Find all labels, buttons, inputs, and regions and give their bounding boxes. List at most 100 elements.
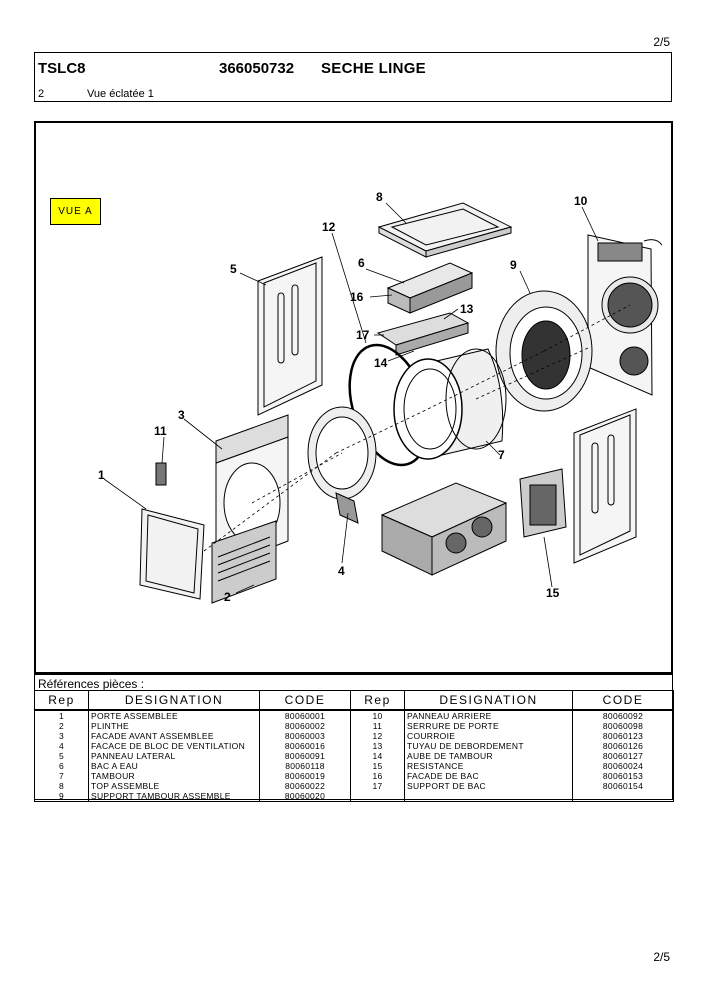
- callout-10: 10: [574, 194, 588, 208]
- header-designation: DESIGNATION: [88, 690, 260, 711]
- callout-5: 5: [230, 262, 237, 276]
- page-number-bottom: 2/5: [653, 950, 670, 964]
- table-row: 1 PORTE ASSEMBLEE 80060001 10 PANNEAU AR…: [34, 710, 674, 721]
- code-cell: 80060153: [572, 771, 674, 781]
- code-cell: 80060016: [259, 741, 351, 751]
- callout-9: 9: [510, 258, 517, 272]
- code-cell: 80060019: [259, 771, 351, 781]
- rep-cell: [350, 791, 405, 802]
- designation-cell: COURROIE: [404, 731, 573, 741]
- document-header: TSLC8 366050732 SECHE LINGE 2 Vue éclaté…: [34, 52, 672, 102]
- designation-cell: SUPPORT DE BAC: [404, 781, 573, 791]
- designation-cell: PORTE ASSEMBLEE: [88, 710, 260, 721]
- code-cell: [572, 791, 674, 802]
- part-water-tank: [386, 262, 474, 314]
- rep-cell: 1: [34, 710, 89, 721]
- model-name: TSLC8: [38, 60, 86, 77]
- exploded-view-diagram: VUE A: [34, 121, 673, 674]
- callout-6: 6: [358, 256, 365, 270]
- table-row: 7 TAMBOUR 80060019 16 FACADE DE BAC 8006…: [34, 771, 674, 781]
- rep-cell: 5: [34, 751, 89, 761]
- rep-cell: 6: [34, 761, 89, 771]
- designation-cell: FACADE AVANT ASSEMBLEE: [88, 731, 260, 741]
- designation-cell: AUBE DE TAMBOUR: [404, 751, 573, 761]
- table-row: 6 BAC A EAU 80060118 15 RESISTANCE 80060…: [34, 761, 674, 771]
- part-drum: [393, 348, 507, 460]
- product-name: SECHE LINGE: [321, 60, 426, 77]
- code-cell: 80060127: [572, 751, 674, 761]
- part-base-motor: [380, 482, 508, 576]
- code-cell: 80060123: [572, 731, 674, 741]
- rep-cell: 16: [350, 771, 405, 781]
- designation-cell: TAMBOUR: [88, 771, 260, 781]
- part-drum-support: [495, 290, 593, 412]
- callout-14: 14: [374, 356, 388, 370]
- code-cell: 80060092: [572, 710, 674, 721]
- designation-cell: FACACE DE BLOC DE VENTILATION: [88, 741, 260, 751]
- callout-2: 2: [224, 590, 231, 604]
- part-top-assembly: [377, 202, 513, 258]
- designation-cell: BAC A EAU: [88, 761, 260, 771]
- code-cell: 80060126: [572, 741, 674, 751]
- code-cell: 80060002: [259, 721, 351, 731]
- code-cell: 80060020: [259, 791, 351, 802]
- code-cell: 80060154: [572, 781, 674, 791]
- page-number-top: 2/5: [653, 35, 670, 49]
- callout-1: 1: [98, 468, 105, 482]
- designation-cell: SUPPORT TAMBOUR ASSEMBLE: [88, 791, 260, 802]
- designation-cell: RESISTANCE: [404, 761, 573, 771]
- callout-labels: 1 2 3 4 5 6 7 8 9 10 11 12 13 14 15 16 1…: [98, 190, 588, 604]
- designation-cell: PANNEAU LATERAL: [88, 751, 260, 761]
- part-door-lock: [155, 462, 167, 486]
- designation-cell: FACADE DE BAC: [404, 771, 573, 781]
- parts-table: Rep DESIGNATION CODE Rep DESIGNATION COD…: [34, 690, 674, 802]
- header-rep: Rep: [34, 690, 89, 711]
- callout-13: 13: [460, 302, 474, 316]
- rep-cell: 3: [34, 731, 89, 741]
- rep-cell: 2: [34, 721, 89, 731]
- code-cell: 80060003: [259, 731, 351, 741]
- callout-15: 15: [546, 586, 560, 600]
- part-rear-panel: [587, 234, 663, 396]
- rep-cell: 4: [34, 741, 89, 751]
- rep-cell: 11: [350, 721, 405, 731]
- table-row: 3 FACADE AVANT ASSEMBLEE 80060003 12 COU…: [34, 731, 674, 741]
- table-row: 5 PANNEAU LATERAL 80060091 14 AUBE DE TA…: [34, 751, 674, 761]
- rep-cell: 7: [34, 771, 89, 781]
- rep-cell: 13: [350, 741, 405, 751]
- header-designation-2: DESIGNATION: [404, 690, 573, 711]
- callout-8: 8: [376, 190, 383, 204]
- callout-17: 17: [356, 328, 370, 342]
- designation-cell: TUYAU DE DEBORDEMENT: [404, 741, 573, 751]
- callout-12: 12: [322, 220, 336, 234]
- part-side-panel-right: [573, 408, 637, 564]
- rep-cell: 15: [350, 761, 405, 771]
- callout-11: 11: [154, 424, 167, 438]
- section-number: 2: [38, 88, 45, 100]
- callout-4: 4: [338, 564, 345, 578]
- product-code: 366050732: [219, 60, 295, 77]
- designation-cell: [404, 791, 573, 802]
- code-cell: 80060001: [259, 710, 351, 721]
- callout-16: 16: [350, 290, 364, 304]
- callout-3: 3: [178, 408, 185, 422]
- designation-cell: TOP ASSEMBLE: [88, 781, 260, 791]
- code-cell: 80060022: [259, 781, 351, 791]
- code-cell: 80060091: [259, 751, 351, 761]
- code-cell: 80060098: [572, 721, 674, 731]
- view-a-badge: VUE A: [50, 198, 101, 225]
- code-cell: 80060118: [259, 761, 351, 771]
- exploded-view-drawing: 1 2 3 4 5 6 7 8 9 10 11 12 13 14 15 16 1…: [98, 190, 663, 604]
- part-heater: [519, 468, 567, 538]
- parts-table-header: Rep DESIGNATION CODE Rep DESIGNATION COD…: [34, 690, 674, 711]
- part-side-panel-left: [257, 256, 323, 416]
- header-code-2: CODE: [572, 690, 674, 711]
- part-door: [139, 508, 205, 600]
- table-row: 9 SUPPORT TAMBOUR ASSEMBLE 80060020: [34, 791, 674, 802]
- designation-cell: SERRURE DE PORTE: [404, 721, 573, 731]
- table-row: 8 TOP ASSEMBLE 80060022 17 SUPPORT DE BA…: [34, 781, 674, 791]
- section-title: Vue éclatée 1: [87, 88, 154, 100]
- rep-cell: 14: [350, 751, 405, 761]
- rep-cell: 9: [34, 791, 89, 802]
- header-rep-2: Rep: [350, 690, 405, 711]
